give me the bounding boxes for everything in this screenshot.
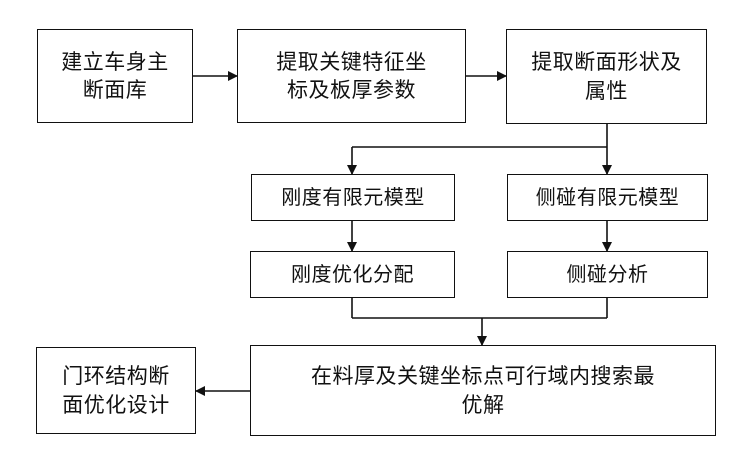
node-stiffness-fe: 刚度有限元模型	[251, 174, 455, 221]
node-search-optimum: 在料厚及关键坐标点可行域内搜索最 优解	[250, 345, 716, 436]
node-build-library: 建立车身主 断面库	[37, 29, 193, 123]
node-side-impact-analysis: 侧碰分析	[507, 251, 708, 298]
node-extract-params: 提取关键特征坐 标及板厚参数	[237, 29, 466, 123]
node-extract-shape: 提取断面形状及 属性	[506, 29, 707, 124]
node-side-impact-fe: 侧碰有限元模型	[507, 174, 708, 221]
node-stiffness-opt: 刚度优化分配	[250, 251, 455, 298]
node-door-ring-design: 门环结构断 面优化设计	[36, 347, 196, 434]
